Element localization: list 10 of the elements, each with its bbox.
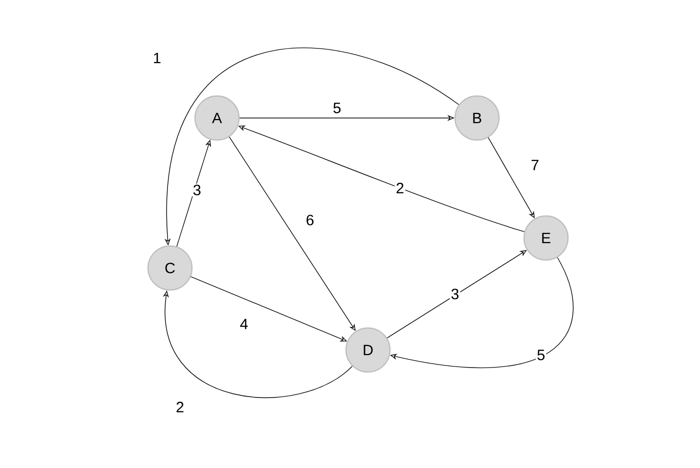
edge-label: 4 <box>238 318 250 330</box>
edge-label: 1 <box>152 52 162 64</box>
edge-label: 5 <box>536 348 546 362</box>
edge-label: 5 <box>332 102 342 114</box>
edge-label: 3 <box>450 288 460 300</box>
edge-label: 3 <box>192 184 202 196</box>
edge-label: 6 <box>304 214 316 226</box>
edge-label: 2 <box>174 400 186 414</box>
edge-label: 7 <box>530 158 540 172</box>
edge-label: 2 <box>394 182 406 194</box>
